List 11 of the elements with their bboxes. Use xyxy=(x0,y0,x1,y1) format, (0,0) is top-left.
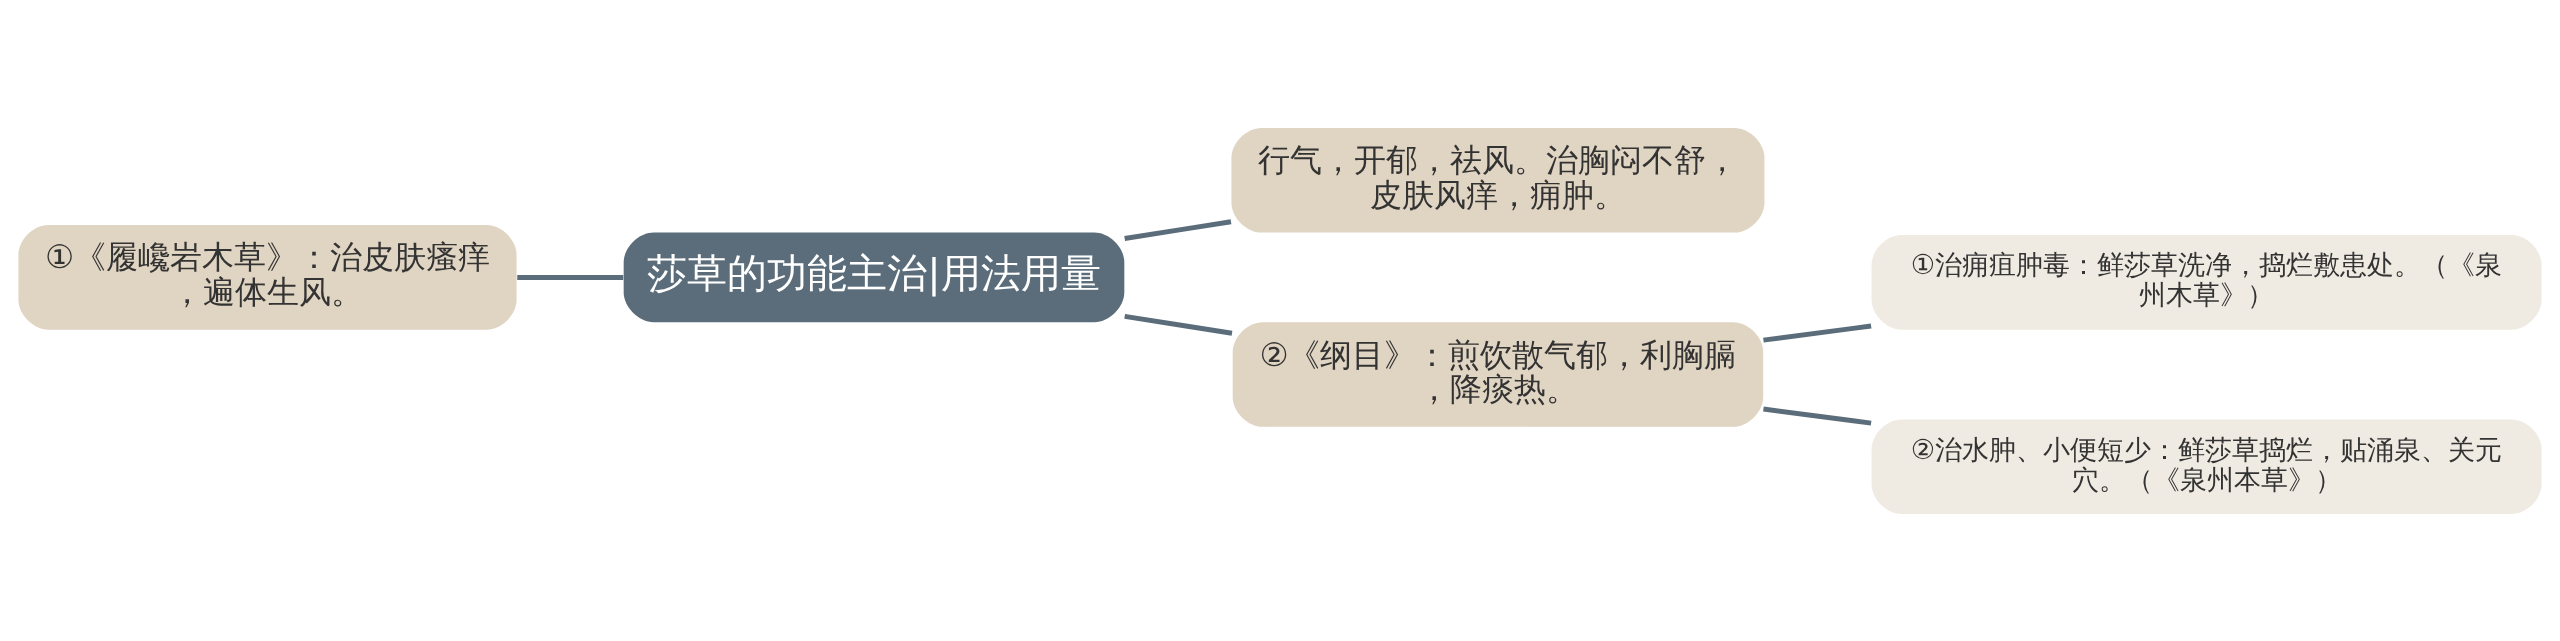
connector xyxy=(1124,218,1232,241)
connector xyxy=(1763,406,1872,426)
connector xyxy=(1124,313,1233,336)
node-box: 莎草的功能主治|用法用量 xyxy=(623,232,1125,322)
node-box: 行气，开郁，祛风。治胸闷不舒，皮肤风痒，痈肿。 xyxy=(1231,127,1765,233)
node-box: ①《履巉岩木草》：治皮肤瘙痒，遍体生风。 xyxy=(18,224,517,330)
node-box: ②《纲目》：煎饮散气郁，利胸膈，降痰热。 xyxy=(1232,321,1764,427)
connector xyxy=(517,274,624,280)
node-box: ①治痈疽肿毒：鲜莎草洗净，捣烂敷患处。（《泉州木草》） xyxy=(1871,234,2542,330)
node-box: ②治水肿、小便短少：鲜莎草捣烂，贴涌泉、关元穴。（《泉州本草》） xyxy=(1871,418,2542,514)
connector xyxy=(1763,323,1872,343)
